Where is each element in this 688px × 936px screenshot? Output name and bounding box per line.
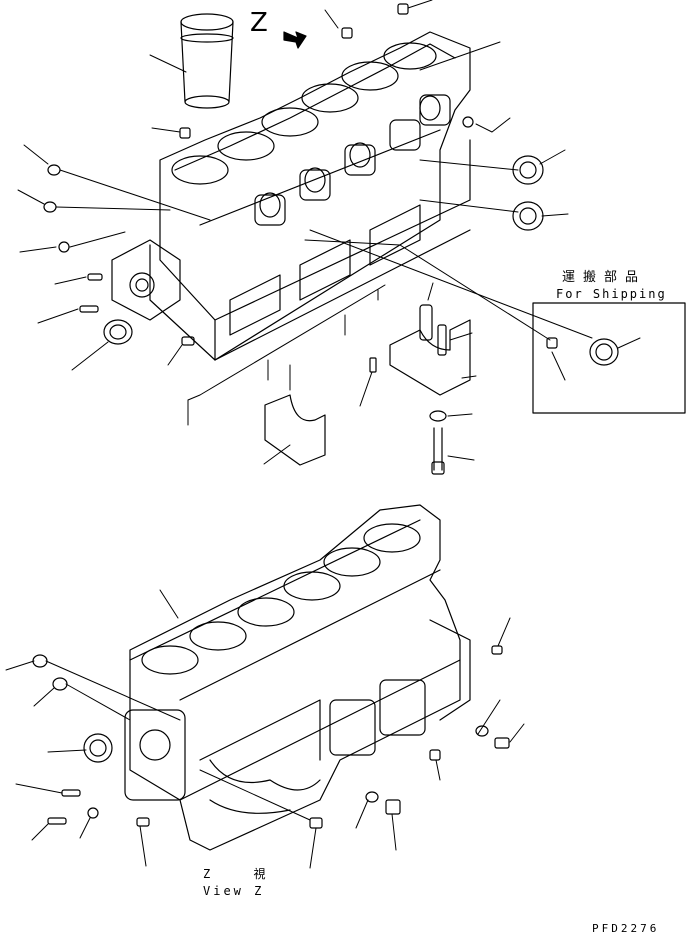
cylinder-block-top — [111, 31, 471, 361]
shipping-box — [532, 302, 686, 414]
small-parts-bottom — [32, 645, 510, 829]
leader-lines-bottom — [5, 589, 525, 869]
shipping-label-en: For Shipping — [556, 287, 667, 301]
shipping-label-jp: 運搬部品 — [562, 270, 647, 285]
arrow-z — [283, 31, 307, 49]
small-parts-top — [43, 3, 544, 346]
cylinder-liner — [180, 13, 234, 109]
view-z-label-en: View Z — [203, 884, 265, 898]
view-z-label-jp: Z 視 — [203, 867, 284, 881]
cylinder-block-view-z — [124, 504, 471, 851]
leader-lines-caps — [187, 282, 477, 465]
view-arrow-label: Z — [250, 8, 268, 38]
leader-lines-top — [17, 0, 593, 371]
bearing-caps — [264, 304, 471, 475]
drawing-code: PFD2276 — [592, 922, 660, 935]
